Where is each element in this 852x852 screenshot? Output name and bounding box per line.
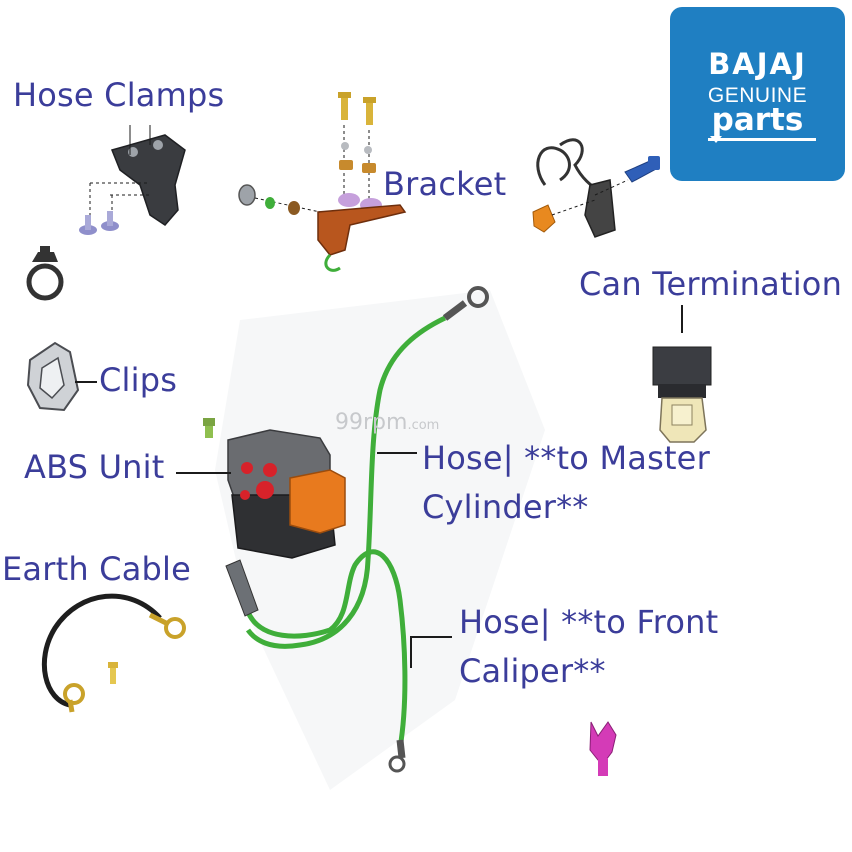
- logo-genuine: GENUINE: [707, 84, 808, 107]
- magenta-clip-part: [589, 721, 617, 776]
- can-wiring-part: [532, 138, 660, 238]
- bracket-part: [238, 92, 407, 272]
- leader-line-abs-unit: [176, 472, 231, 474]
- abs-mount-bolt: [203, 418, 215, 438]
- bajaj-genuine-parts-logo: BAJAJ GENUINE parts: [670, 7, 845, 181]
- label-can-termination: Can Termination: [579, 265, 843, 303]
- logo-parts: parts: [711, 102, 804, 138]
- can-termination-part: [652, 346, 712, 443]
- label-hose-clamps: Hose Clamps: [13, 76, 225, 114]
- clips-part: [26, 341, 80, 412]
- logo-brand: BAJAJ: [708, 47, 807, 81]
- watermark-main: 99rpm: [335, 410, 408, 435]
- diagram-backdrop: [215, 290, 545, 790]
- watermark-text: 99rpm.com: [335, 410, 439, 435]
- earth-cable-part: [41, 593, 186, 713]
- label-hose-master-line1: Hose| **to Master: [422, 439, 710, 477]
- leader-line-can-termination: [681, 305, 683, 333]
- label-hose-front-line1: Hose| **to Front: [459, 603, 719, 641]
- hose-clamp-ring: [26, 246, 64, 301]
- abs-unit-part: [227, 429, 346, 559]
- label-earth-cable: Earth Cable: [2, 550, 192, 588]
- leader-line-clips: [75, 381, 97, 383]
- label-hose-front-line2: Caliper**: [459, 652, 606, 690]
- hose-clamps-part: [79, 125, 186, 235]
- watermark-suffix: .com: [407, 418, 440, 433]
- logo-underline: [708, 138, 816, 141]
- label-hose-master-line2: Cylinder**: [422, 488, 589, 526]
- leader-line-hose-front-v: [410, 636, 412, 668]
- leader-line-hose-master: [377, 452, 417, 454]
- label-clips: Clips: [99, 361, 178, 399]
- label-bracket: Bracket: [383, 165, 507, 203]
- leader-line-hose-front: [412, 636, 452, 638]
- logo-chevron-icon: [710, 136, 722, 143]
- label-abs-unit: ABS Unit: [24, 448, 165, 486]
- hose-assembly-part: [225, 286, 489, 773]
